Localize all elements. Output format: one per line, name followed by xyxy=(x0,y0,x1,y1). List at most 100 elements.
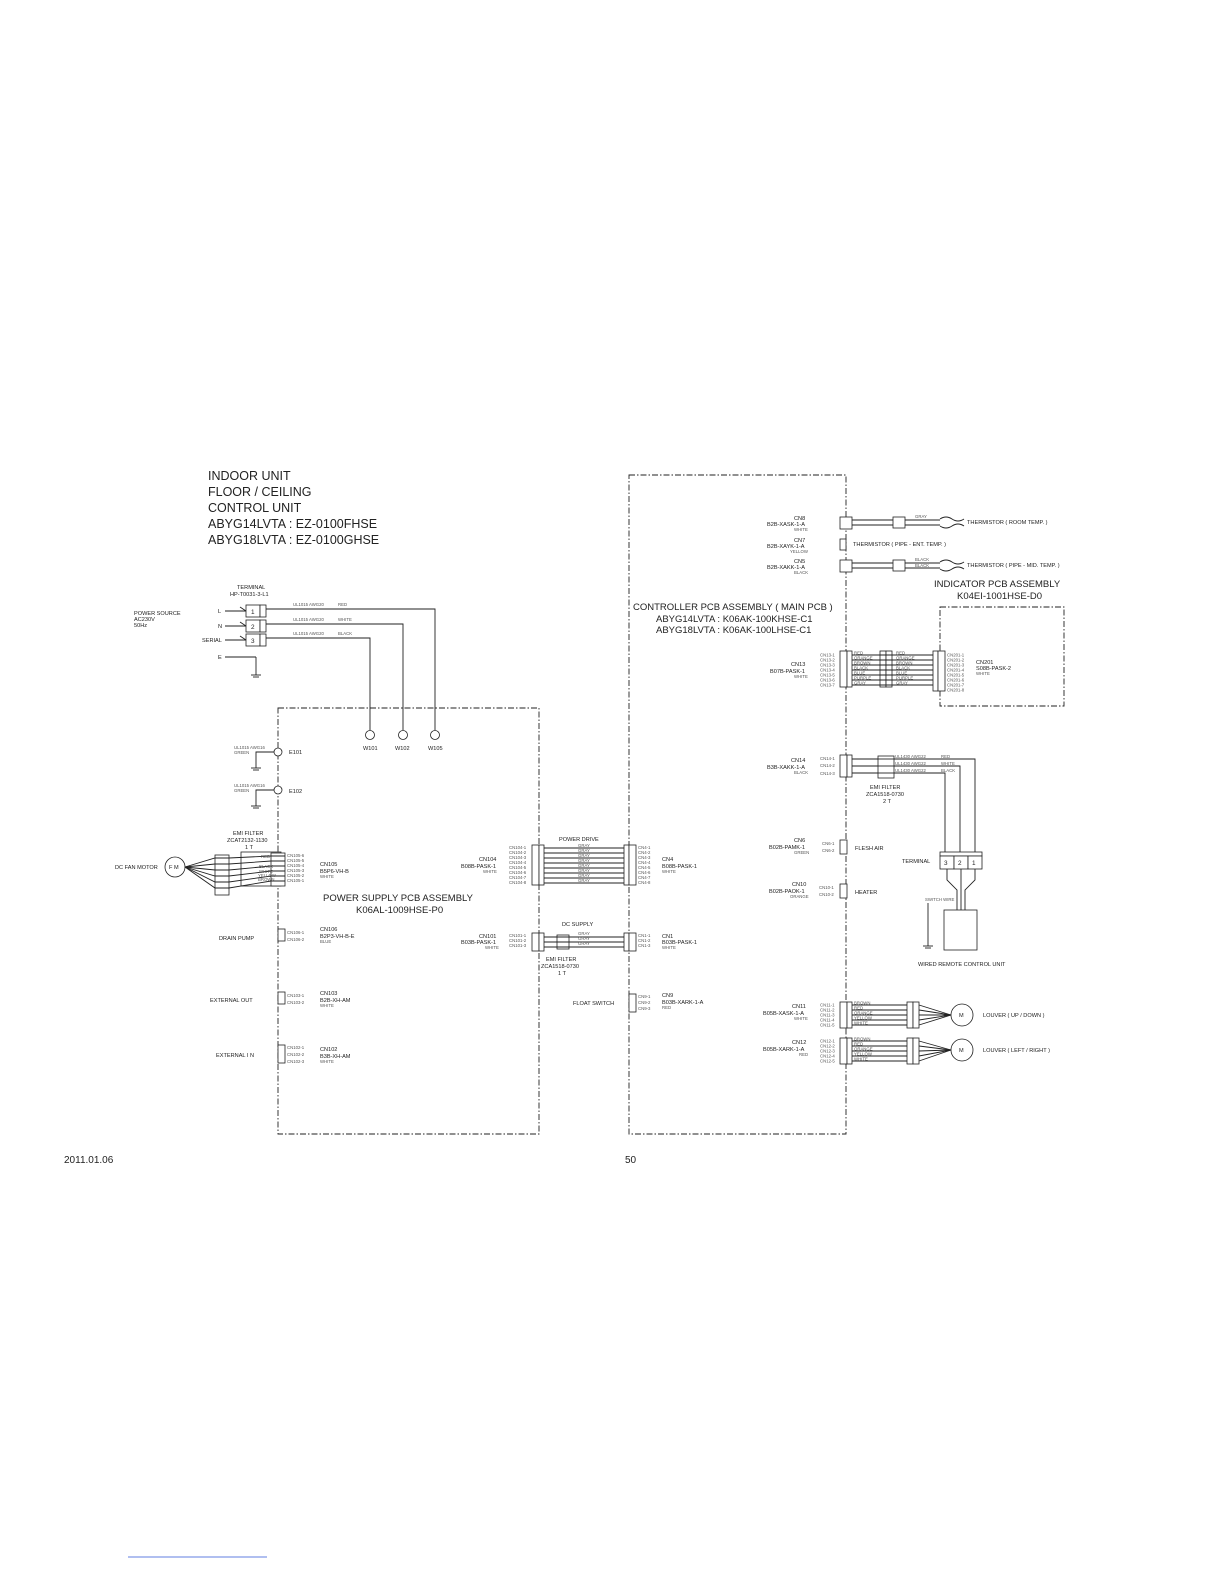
pin-label: CN106-2 xyxy=(287,937,305,942)
motor-lead xyxy=(918,1049,952,1062)
connector-id: CN4 xyxy=(662,857,673,863)
earth-id: E101 xyxy=(289,750,302,756)
filter-turns: 1 T xyxy=(558,971,567,977)
connector-part: B03B-XARK-1-A xyxy=(662,1000,704,1006)
louver-motor-icon xyxy=(950,1003,974,1027)
connector-part: B07B-PASK-1 xyxy=(770,669,805,675)
louver-left-right: CN12 B05B-XARK-1-A RED BROWNCN12-1REDCN1… xyxy=(763,1037,1050,1065)
pin-label: CN105-5 xyxy=(287,858,305,863)
thermistor-label: THERMISTOR ( PIPE - MID. TEMP. ) xyxy=(967,563,1060,569)
line-label: N xyxy=(218,624,222,630)
connector-color: WHITE xyxy=(976,671,990,676)
bus-title: DC SUPPLY xyxy=(562,922,594,928)
connector-color: WHITE xyxy=(794,527,808,532)
wire-color: RED xyxy=(854,1006,863,1011)
wire-color: GRAY xyxy=(578,878,590,883)
pin-label: CN6-1 xyxy=(822,841,835,846)
motor-lead xyxy=(918,1049,952,1057)
title-line: ABYG18LVTA : EZ-0100GHSE xyxy=(208,533,379,547)
wire-spec: UL1015 AWG16 xyxy=(234,783,266,788)
pin-label: CN102-1 xyxy=(287,1045,305,1050)
wire-color: RED xyxy=(338,602,347,607)
terminal-label: TERMINAL xyxy=(902,859,930,865)
pin-label: CN104-3 xyxy=(509,855,527,860)
title-line: CONTROL UNIT xyxy=(208,501,302,515)
pin-label: CN11-5 xyxy=(820,1023,835,1028)
pin-label: CN1-3 xyxy=(638,943,651,948)
motor-lead xyxy=(918,1004,952,1016)
wire-spec: UL1015 AWG20 xyxy=(293,617,325,622)
wire-color: GREEN xyxy=(234,788,249,793)
pin-label: CN103-2 xyxy=(287,1000,305,1005)
pin-label: CN106-1 xyxy=(287,930,305,935)
pin-label: CN105-3 xyxy=(287,868,305,873)
power-drive-bus: POWER DRIVE CN104 B08B-PASK-1 WHITE CN4 … xyxy=(461,837,697,886)
wire-color: RED xyxy=(854,651,863,656)
connector-id: CN102 xyxy=(320,1047,337,1053)
connector-part: B03B-PASK-1 xyxy=(461,940,496,946)
pin-label: CN103-1 xyxy=(287,993,305,998)
wire-color: ORANGE xyxy=(854,656,873,661)
connector-id: CN14 xyxy=(791,758,805,764)
wire-color: ORANGE xyxy=(854,1011,873,1016)
thermistor-pipe-mid: CN5 B2B-XAKK-1-A BLACK BLACK BLACK THERM… xyxy=(767,557,1060,575)
earth-e102: UL1015 AWG16 GREEN E102 xyxy=(234,783,302,809)
pin-label: CN4-6 xyxy=(638,870,651,875)
connector-id: CN104 xyxy=(479,857,496,863)
device-label: HEATER xyxy=(855,890,877,896)
connector-id: CN6 xyxy=(794,838,805,844)
cn6-connector: CN6 B02B-PAMK-1 GREEN CN6-1 CN6-2 FLESH … xyxy=(769,838,884,855)
filter-turns: 1 T xyxy=(245,845,254,851)
fan-wire xyxy=(184,866,285,889)
pin-label: CN13-2 xyxy=(820,658,835,663)
connector-part: B03B-PASK-1 xyxy=(662,940,697,946)
pin-label: CN12-2 xyxy=(820,1044,835,1049)
connector-part: B2B-XASK-1-A xyxy=(767,522,805,528)
connector-color: RED xyxy=(799,1052,808,1057)
float-switch-connector: FLOAT SWITCH CN9-1 CN9-2 CN9-3 CN9 B03B-… xyxy=(573,993,704,1013)
pin-label: CN105-2 xyxy=(287,873,305,878)
terminal-pin: 2 xyxy=(251,624,255,631)
louver-up-down: CN11 B05B-XASK-1-A WHITE BROWNCN11-1REDC… xyxy=(763,1001,1045,1029)
connector-id: CN13 xyxy=(791,662,805,668)
power-pcb-title: POWER SUPPLY PCB ASSEMBLY xyxy=(323,893,474,904)
connector-color: ORANGE xyxy=(790,894,809,899)
drain-pump-connector: DRAIN PUMP CN106-1 CN106-2 CN106 B2P3-VH… xyxy=(219,927,355,944)
pin-label: CN102-2 xyxy=(287,1052,305,1057)
wire-color: WHITE xyxy=(259,869,273,874)
connector-part: B3B-XH-AM xyxy=(320,1054,351,1060)
controller-pcb-boundary xyxy=(628,474,847,1135)
pin-label: CN102-3 xyxy=(287,1059,305,1064)
connector-color: WHITE xyxy=(794,1016,808,1021)
pin-label: CN101-2 xyxy=(509,938,527,943)
title-block: INDOOR UNIT FLOOR / CEILING CONTROL UNIT… xyxy=(208,469,379,547)
connector-id: CN9 xyxy=(662,993,673,999)
connector-color: WHITE xyxy=(662,869,676,874)
connector-color: WHITE xyxy=(662,945,676,950)
power-pcb-part: K06AL-1009HSE-P0 xyxy=(356,905,443,916)
wire-color: BROWN xyxy=(258,877,274,882)
wire-spec: UL1430 AWG22 xyxy=(895,768,927,773)
wire-color: BROWN xyxy=(854,661,870,666)
pin-label: CN13-4 xyxy=(820,668,835,673)
wire-color: WHITE xyxy=(854,1021,868,1026)
connector-id: CN12 xyxy=(792,1040,806,1046)
connector-color: WHITE xyxy=(320,1059,334,1064)
wire-spec: UL1430 AWG22 xyxy=(895,754,927,759)
pin-label: CN4-4 xyxy=(638,860,651,865)
line-label: L xyxy=(218,609,221,615)
connector-color: YELLOW xyxy=(790,549,809,554)
connector-color: BLACK xyxy=(794,570,808,575)
power-pcb-boundary xyxy=(277,707,540,1135)
wire-color: BLACK xyxy=(338,631,352,636)
wire-color: YELLOW xyxy=(854,1052,873,1057)
connector-id: CN7 xyxy=(794,538,805,544)
wire-color: BLUE xyxy=(854,671,865,676)
connector-id: CN105 xyxy=(320,862,337,868)
connector-part: B02B-PAOK-1 xyxy=(769,889,805,895)
wire-color: GRAY xyxy=(896,681,908,686)
pin-label: CN1-1 xyxy=(638,933,651,938)
controller-pcb-part: ABYG18LVTA : K06AK-100LHSE-C1 xyxy=(656,625,811,636)
